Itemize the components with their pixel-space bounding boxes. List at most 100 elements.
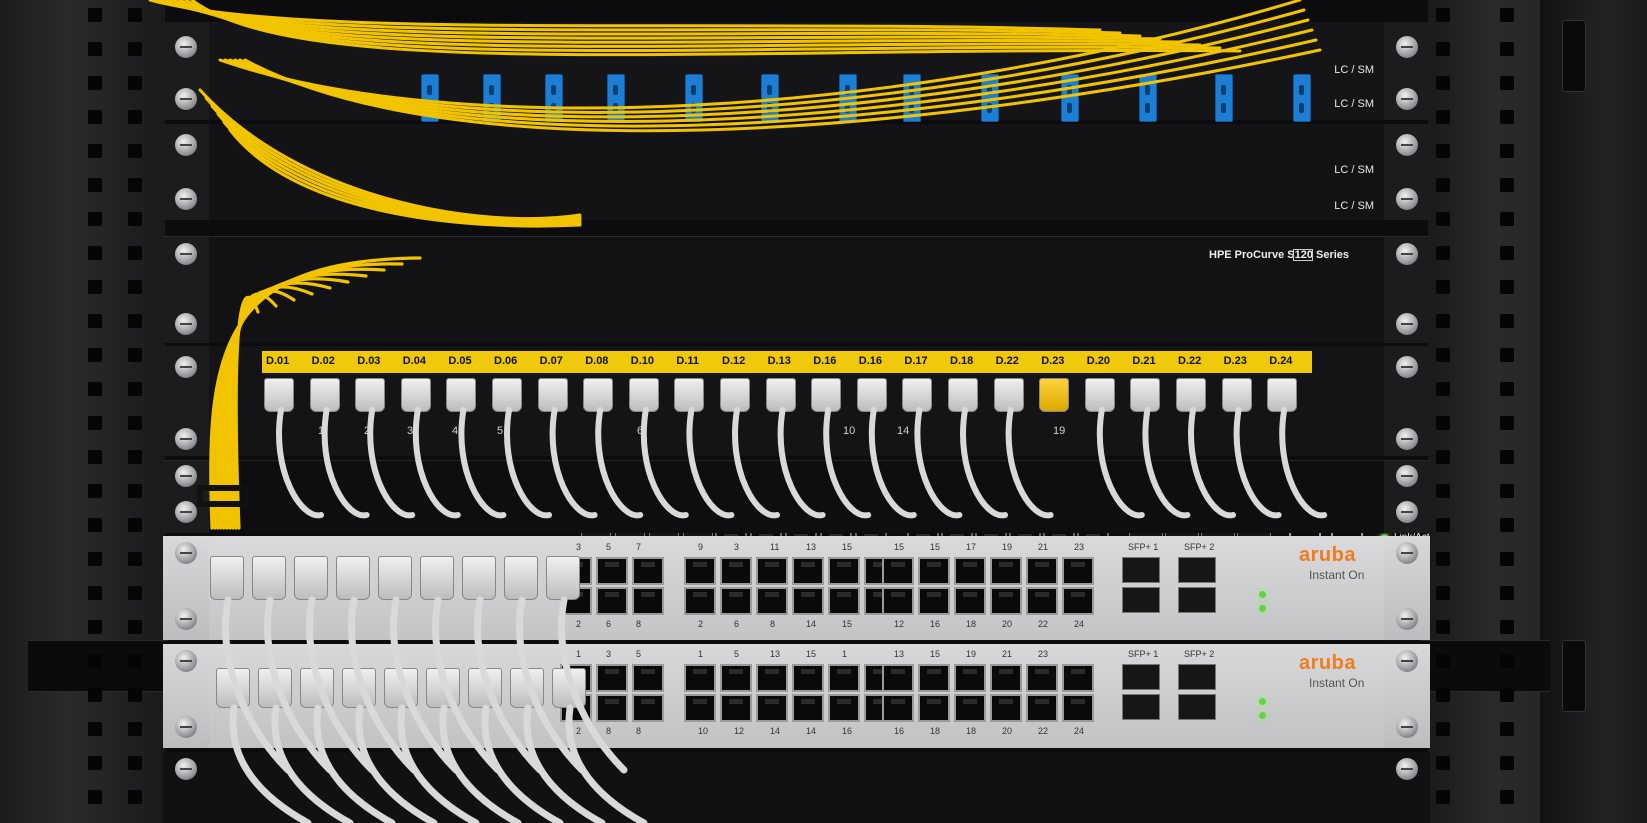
patch-cable [1142,407,1191,519]
rail-hole [128,348,142,362]
rj45-port [596,557,628,585]
port-number: 20 [1002,619,1013,629]
rail-hole [128,756,142,770]
rj45-port [1026,557,1058,585]
port-label: D.24 [1269,355,1293,367]
fiber-cable [218,0,1302,110]
rail-hole [1500,586,1514,600]
rail-hole [88,586,102,600]
port-number: 8 [636,726,642,736]
port-label: D.22 [995,355,1019,367]
port-number: 6 [734,619,740,629]
rail-hole [1436,790,1450,804]
port-number: 15 [894,542,905,552]
port-number: 21 [1038,542,1049,552]
sfp-plus-port [1178,557,1216,583]
rail-hole [1500,654,1514,668]
rail-hole [1500,518,1514,532]
port-number: 11 [770,542,780,552]
rail-hole [88,688,102,702]
port-number: 22 [1038,619,1049,629]
rail-hole [128,722,142,736]
patch-cable [595,407,644,519]
aruba-logo: aruba [1299,544,1356,566]
rail-hole [1500,484,1514,498]
rj45-port [792,557,824,585]
port-number: 1 [318,425,325,437]
patch-cable [439,704,522,823]
port-number: 21 [1002,649,1013,659]
port-number: 22 [1038,726,1049,736]
port-number: 5 [606,542,612,552]
rj45-port [954,694,986,722]
rj45-port [720,587,752,615]
rail-hole [1500,212,1514,226]
rail-hole [88,178,102,192]
rail-hole [88,280,102,294]
rail-hole [88,484,102,498]
patch-cable [549,407,598,519]
rail-hole [1500,76,1514,90]
port-label-strip [262,351,1312,373]
patch-cable [523,704,606,823]
rail-hole [1436,110,1450,124]
rail-hole [1436,518,1450,532]
rack-screw [1396,608,1418,630]
rj45-port [882,664,914,692]
port-label: D.11 [676,355,700,367]
rj45-port [684,694,716,722]
port-label: D.01 [266,355,290,367]
rack-screw [175,88,197,110]
rail-hole [128,246,142,260]
rail-hole [1500,416,1514,430]
rack-screw [175,313,197,335]
rail-hole [1436,42,1450,56]
port-label: D.03 [357,355,381,367]
rail-hole [1436,688,1450,702]
patch-cable [1096,407,1145,519]
rj45-port [792,694,824,722]
port-number: 18 [930,726,941,736]
port-label: D.10 [630,355,655,367]
rail-hole [1500,790,1514,804]
sfp-label: SFP+ 1 [1128,649,1159,659]
patch-cable [397,704,480,823]
rj45-plug [252,556,286,600]
rail-hole [88,110,102,124]
rail-hole [88,382,102,396]
rail-hole [1436,620,1450,634]
port-number: 1 [698,649,704,659]
rail-hole [1436,586,1450,600]
rail-hole [1436,144,1450,158]
rail-hole [128,144,142,158]
rj45-port [918,587,950,615]
port-label: D.16 [813,355,837,367]
rack-screw [175,650,197,672]
rj45-port [1026,694,1058,722]
status-led [1259,591,1266,598]
rail-hole [1436,178,1450,192]
fiber-cable [148,0,1102,32]
port-number: 1 [576,649,582,659]
rail-hole [1436,756,1450,770]
rack-screw [175,356,197,378]
rail-hole [128,382,142,396]
rail-hole [1436,8,1450,22]
rail-hole [88,314,102,328]
rj45-port [990,557,1022,585]
rj45-port [954,664,986,692]
rail-hole [88,144,102,158]
rack-screw [175,243,197,265]
rack-screw [175,501,197,523]
panel-side-label: LC / SM [1334,98,1374,110]
rail-hole [128,8,142,22]
rj45-port [828,557,860,585]
patch-cable [276,407,324,519]
rj45-port [756,557,788,585]
rj45-plug [811,378,842,412]
rj45-port [990,664,1022,692]
sfp-plus-port [1178,694,1216,720]
rj45-port [828,587,860,615]
